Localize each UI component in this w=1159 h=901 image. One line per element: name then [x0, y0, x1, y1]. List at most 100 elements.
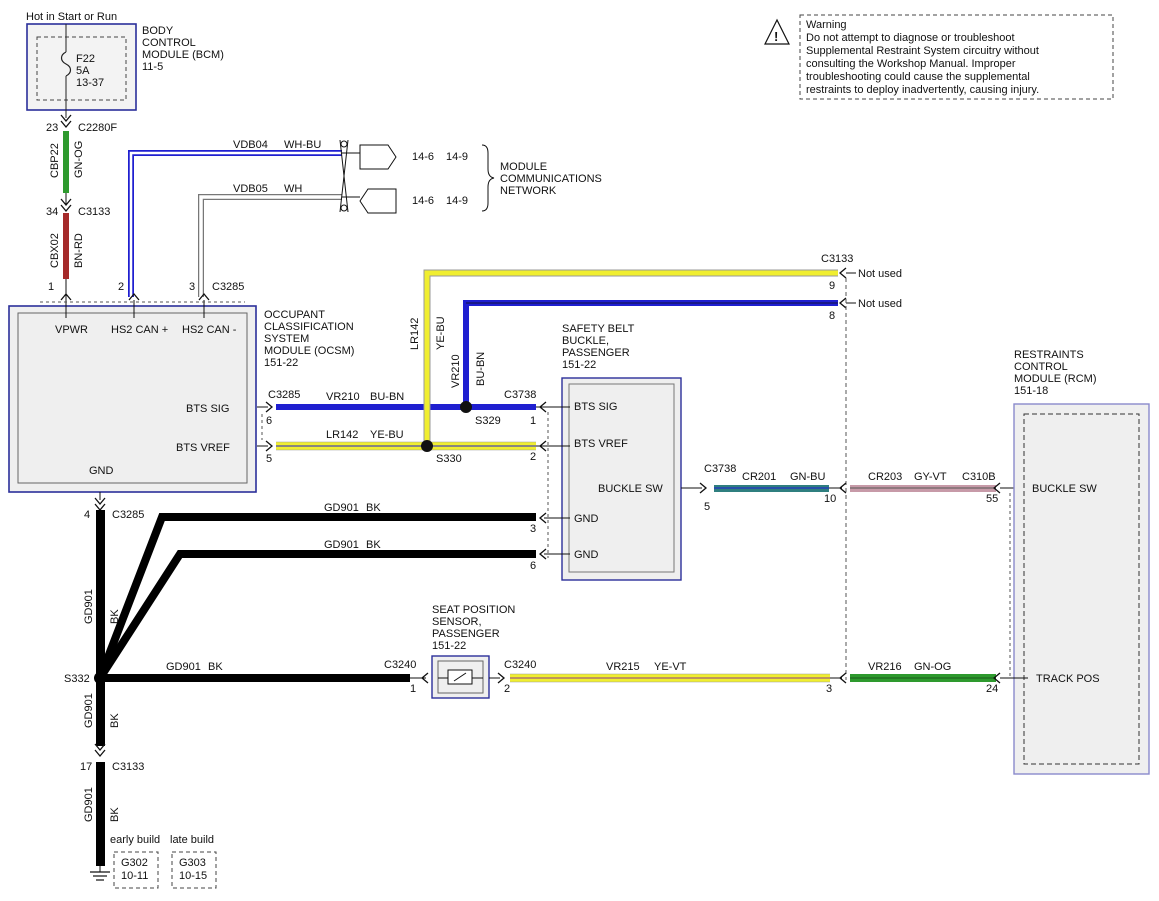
- not-used-label: Not used: [858, 268, 902, 280]
- rcm-module: RESTRAINTS CONTROL MODULE (RCM) 151-18 B…: [1013, 349, 1150, 775]
- wire-color: GY-VT: [914, 471, 947, 483]
- wire-color: YE-VT: [654, 661, 687, 673]
- warning-title: Warning: [806, 19, 847, 31]
- wire-gd901: [96, 510, 105, 746]
- fuse-icon: [60, 51, 72, 77]
- connector-arrow-icon: [94, 497, 106, 506]
- warning-line: troubleshooting could cause the suppleme…: [806, 71, 1030, 83]
- wire-label: VR210: [450, 354, 462, 388]
- pin-label: 5: [704, 501, 710, 513]
- wire-label: VR210: [326, 391, 360, 403]
- can-bus: VDB04 WH-BU VDB05 WH 14-6 14-9 14-6 14-9…: [128, 139, 602, 297]
- splice-label: S329: [475, 415, 501, 427]
- splice-s329: [460, 401, 472, 413]
- network-label: NETWORK: [500, 185, 557, 197]
- bcm-label: CONTROL: [142, 37, 196, 49]
- connector-arrow-icon: [198, 292, 210, 301]
- pin-label: 8: [829, 310, 835, 322]
- brace-icon: [481, 144, 495, 212]
- pin-label: 3: [530, 523, 536, 535]
- wire-color: WH: [284, 183, 302, 195]
- pin-name: GND: [574, 513, 599, 525]
- pin-label: 34: [46, 206, 58, 218]
- build-label: late build: [170, 834, 214, 846]
- buckle-inner: [568, 383, 675, 573]
- wire-label: GD901: [166, 661, 201, 673]
- wire-gd901-lower: [96, 762, 105, 866]
- splice-s330: [421, 440, 433, 452]
- wire-label: VR215: [606, 661, 640, 673]
- wire-color: BN-RD: [73, 233, 85, 268]
- wire-color: BU-BN: [475, 352, 487, 386]
- wire-gd901-h: [100, 674, 410, 682]
- wire-label: LR142: [326, 429, 358, 441]
- connector-label: C3240: [384, 659, 416, 671]
- fuse-ref: 13-37: [76, 77, 104, 89]
- pin-label: 9: [829, 280, 835, 292]
- connector-label: C3285: [268, 389, 300, 401]
- wire-color: YE-BU: [370, 429, 404, 441]
- connector-label: C3738: [704, 463, 736, 475]
- connector-label: C3738: [504, 389, 536, 401]
- page-ref-arrow-icon: [359, 144, 397, 170]
- pin-label: 24: [986, 683, 998, 695]
- seat-label: SENSOR,: [432, 616, 482, 628]
- ground-label: G302: [121, 857, 148, 869]
- ocsm-label: MODULE (OCSM): [264, 345, 354, 357]
- pin-label: 3: [826, 683, 832, 695]
- splice-label: S332: [64, 673, 90, 685]
- power-label: Hot in Start or Run: [26, 11, 117, 23]
- buckle-ref: 151-22: [562, 359, 596, 371]
- buckle-label: BUCKLE,: [562, 335, 609, 347]
- wire-label: CBP22: [49, 143, 61, 178]
- wire-color: BK: [109, 807, 121, 822]
- build-label: early build: [110, 834, 160, 846]
- pin-name: VPWR: [55, 324, 88, 336]
- pin-label: 6: [530, 560, 536, 572]
- c3133-not-used: C3133 Not used 9 Not used 8: [821, 253, 902, 680]
- pin-label: 10: [824, 493, 836, 505]
- wire-label: GD901: [324, 539, 359, 551]
- ocsm-inner: [17, 312, 248, 484]
- rcm-inner-dash: [1023, 413, 1140, 765]
- power-feed: 23 C2280F CBP22 GN-OG 34 C3133 CBX02 BN-…: [46, 114, 117, 301]
- pin-label: 1: [530, 415, 536, 427]
- fuse-rating: 5A: [76, 65, 90, 77]
- bcm-label: MODULE (BCM): [142, 49, 224, 61]
- buckle-label: PASSENGER: [562, 347, 630, 359]
- warning-exclamation: !: [774, 29, 778, 44]
- ground-ref: 10-15: [179, 870, 207, 882]
- wire-color: WH-BU: [284, 139, 321, 151]
- wire-color: BU-BN: [370, 391, 404, 403]
- network-label: COMMUNICATIONS: [500, 173, 602, 185]
- warning-block: ! Warning Do not attempt to diagnose or …: [764, 14, 1114, 100]
- ground-g303-box: [171, 851, 217, 889]
- wire-label: LR142: [409, 318, 421, 350]
- ocsm-label: OCCUPANT: [264, 309, 325, 321]
- warning-line: restraints to deploy inadvertently, caus…: [806, 84, 1039, 96]
- fuse-label: F22: [76, 53, 95, 65]
- bcm-inner-dash: [36, 36, 127, 101]
- connector-arrow-icon: [128, 292, 140, 301]
- rcm-label: RESTRAINTS: [1014, 349, 1084, 361]
- connector-label: C2280F: [78, 122, 117, 134]
- seat-label: SEAT POSITION: [432, 604, 515, 616]
- network-label: MODULE: [500, 161, 547, 173]
- wire-cbx02: [63, 213, 69, 279]
- pin-label: 23: [46, 122, 58, 134]
- pin-label: 3: [189, 281, 195, 293]
- connector-label: C3133: [112, 761, 144, 773]
- pin-label: 2: [530, 451, 536, 463]
- pin-name: BTS SIG: [186, 403, 229, 415]
- bts-wires: C3285 6 5 VR210 BU-BN LR142 YE-BU S329 S…: [257, 269, 838, 465]
- wire-label: GD901: [83, 589, 95, 624]
- pin-label: 1: [410, 683, 416, 695]
- wire-cbp22: [63, 131, 69, 193]
- ocsm-module: 1 2 3 C3285 VPWR HS2 CAN + HS2 CAN - BTS…: [8, 281, 354, 493]
- splice-label: S330: [436, 453, 462, 465]
- seat-ref: 151-22: [432, 640, 466, 652]
- rcm-box: [1013, 403, 1150, 775]
- wire-label: VDB04: [233, 139, 268, 151]
- wire-vr210: [276, 404, 536, 410]
- buckle-sw-circuit: C3738 5 CR201 GN-BU 10 CR203 GY-VT C310B…: [681, 463, 1024, 676]
